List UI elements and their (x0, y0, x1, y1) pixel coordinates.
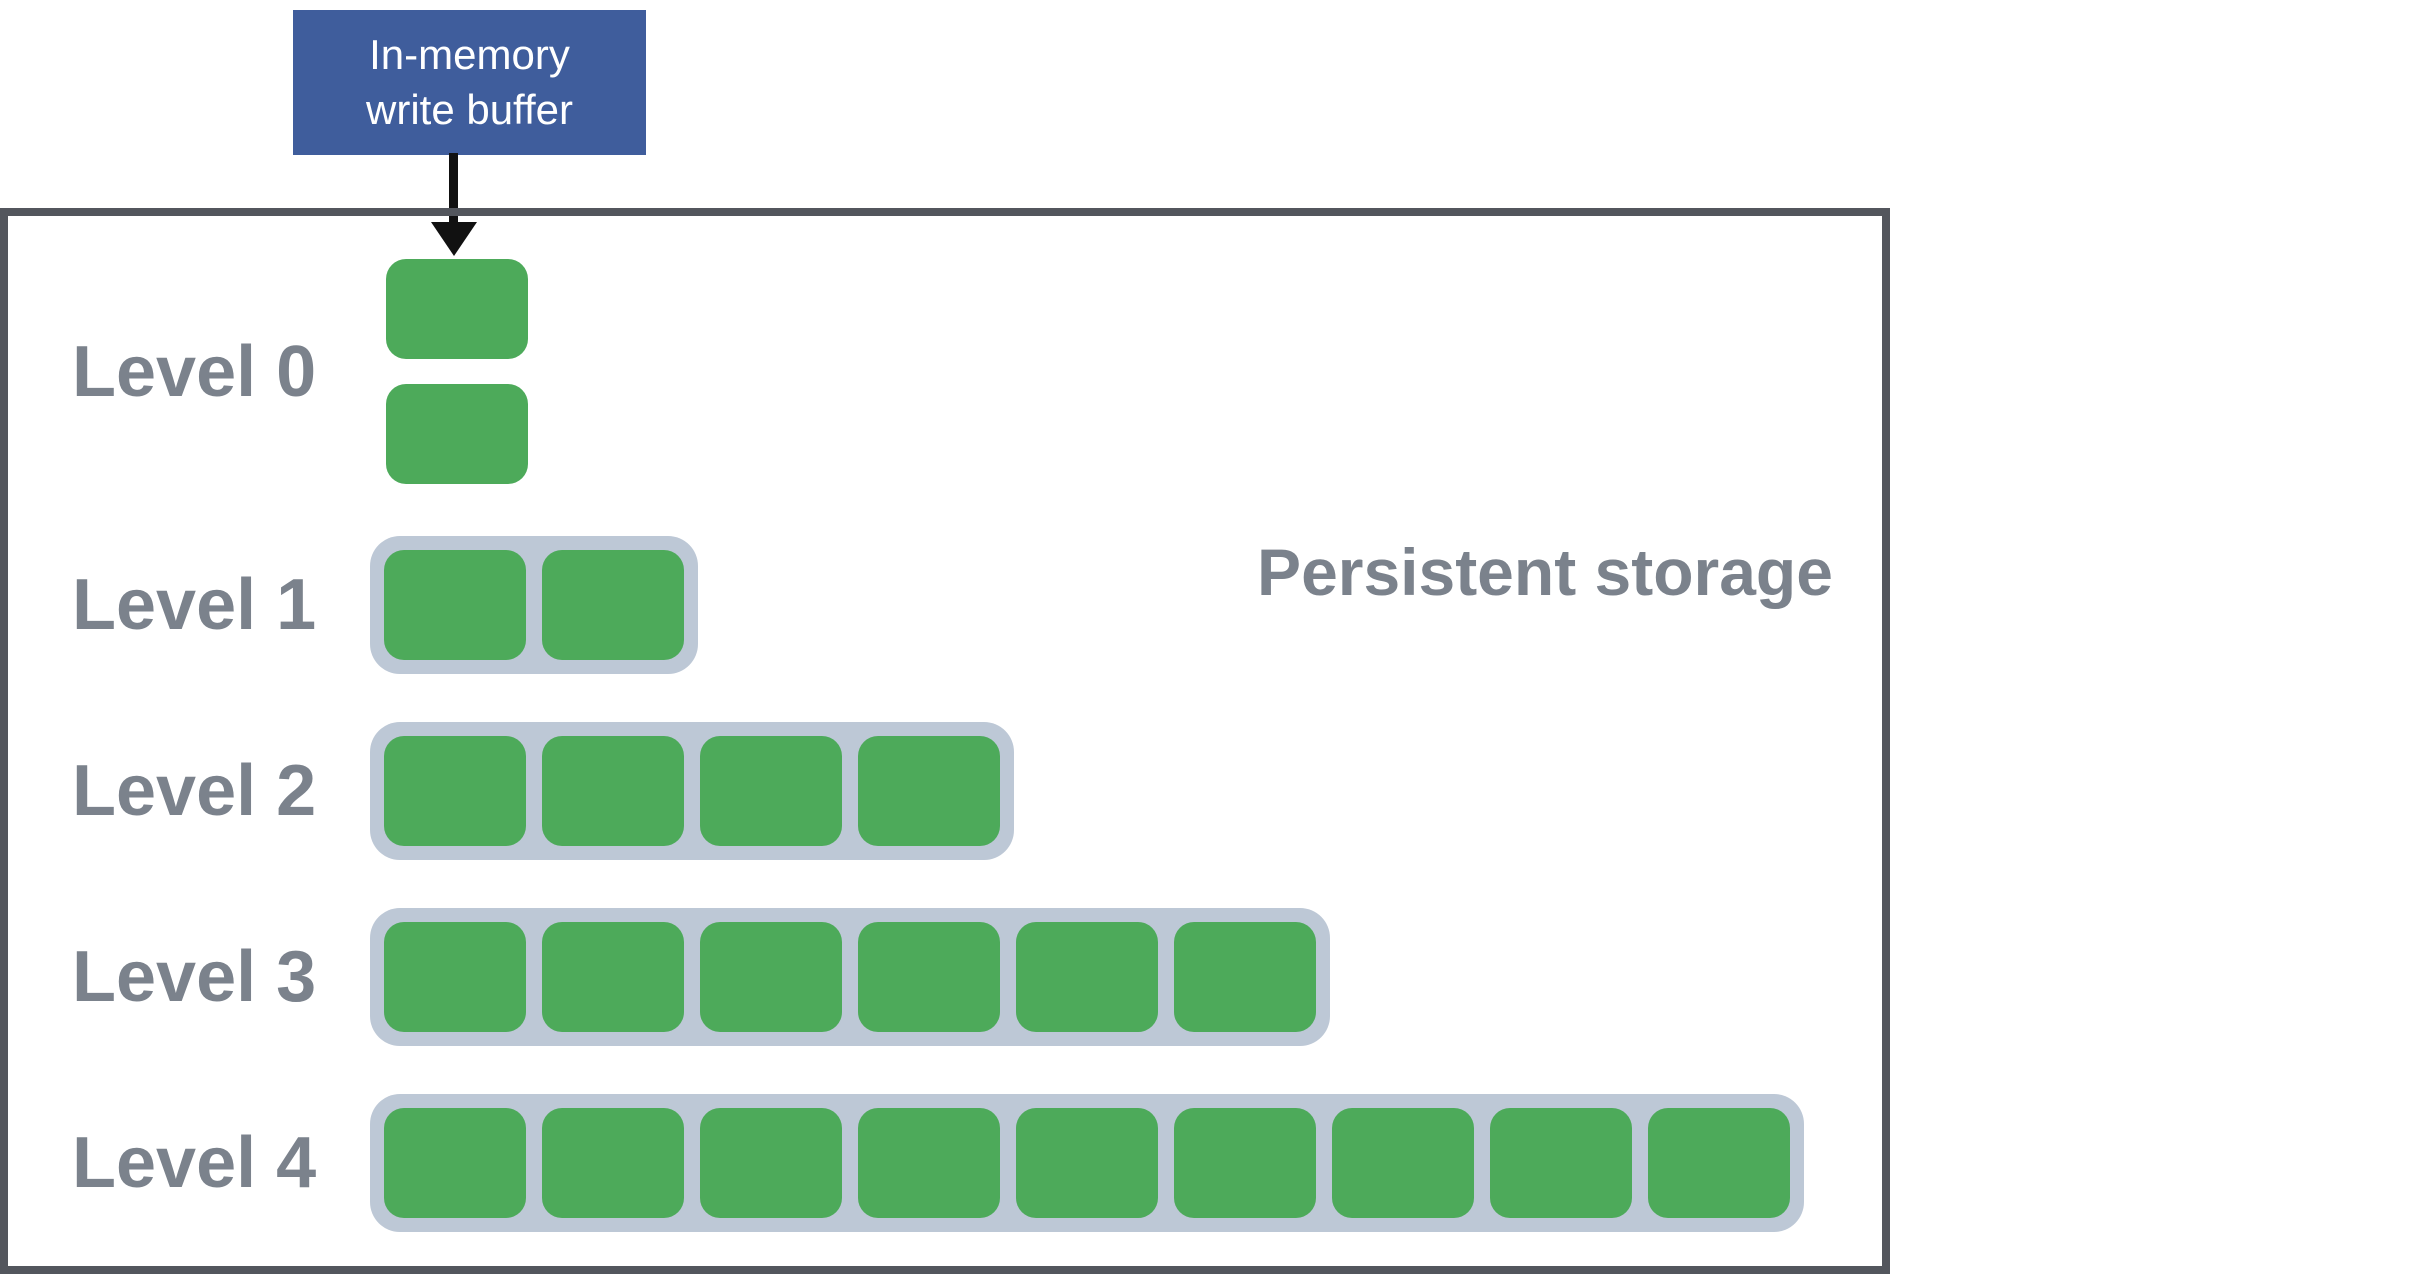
sstable-block (386, 259, 528, 359)
sstable-block (1174, 922, 1316, 1032)
sstable-block (1648, 1108, 1790, 1218)
level-row-3: Level 3 (0, 908, 2428, 1046)
sstable-block (384, 922, 526, 1032)
sstable-block (1490, 1108, 1632, 1218)
sstable-block (1332, 1108, 1474, 1218)
sstable-block (858, 736, 1000, 846)
write-buffer-label-line-1: In-memory (369, 30, 570, 78)
in-memory-write-buffer-box: In-memory write buffer (293, 10, 646, 155)
sstable-block (542, 1108, 684, 1218)
level-row-0: Level 0 (0, 259, 2428, 484)
level-row-4: Level 4 (0, 1094, 2428, 1232)
sstable-block (700, 736, 842, 846)
level-label-2: Level 2 (72, 751, 317, 831)
level-label-3: Level 3 (72, 937, 317, 1017)
sstable-run-level-4 (370, 1094, 1804, 1232)
sstable-block (700, 922, 842, 1032)
sstable-block (542, 922, 684, 1032)
sstable-block (1174, 1108, 1316, 1218)
memtable-flush-stack (386, 259, 528, 484)
write-buffer-label-line-2: write buffer (366, 85, 573, 133)
level-row-2: Level 2 (0, 722, 2428, 860)
arrow-down-head (431, 222, 477, 256)
arrow-down-shaft (449, 153, 458, 229)
sstable-block (1016, 1108, 1158, 1218)
sstable-block (384, 736, 526, 846)
sstable-run-level-3 (370, 908, 1330, 1046)
sstable-block (384, 550, 526, 660)
sstable-block (386, 384, 528, 484)
level-label-1: Level 1 (72, 565, 317, 645)
sstable-block (700, 1108, 842, 1218)
persistent-storage-box (0, 208, 1890, 1274)
sstable-block (858, 1108, 1000, 1218)
sstable-block (542, 550, 684, 660)
sstable-block (858, 922, 1000, 1032)
sstable-block (542, 736, 684, 846)
level-row-1: Level 1 (0, 536, 2428, 674)
sstable-run-level-1 (370, 536, 698, 674)
sstable-block (384, 1108, 526, 1218)
sstable-run-level-2 (370, 722, 1014, 860)
level-label-4: Level 4 (72, 1123, 317, 1203)
level-label-0: Level 0 (72, 331, 317, 412)
sstable-block (1016, 922, 1158, 1032)
persistent-storage-label: Persistent storage (1257, 535, 1833, 609)
